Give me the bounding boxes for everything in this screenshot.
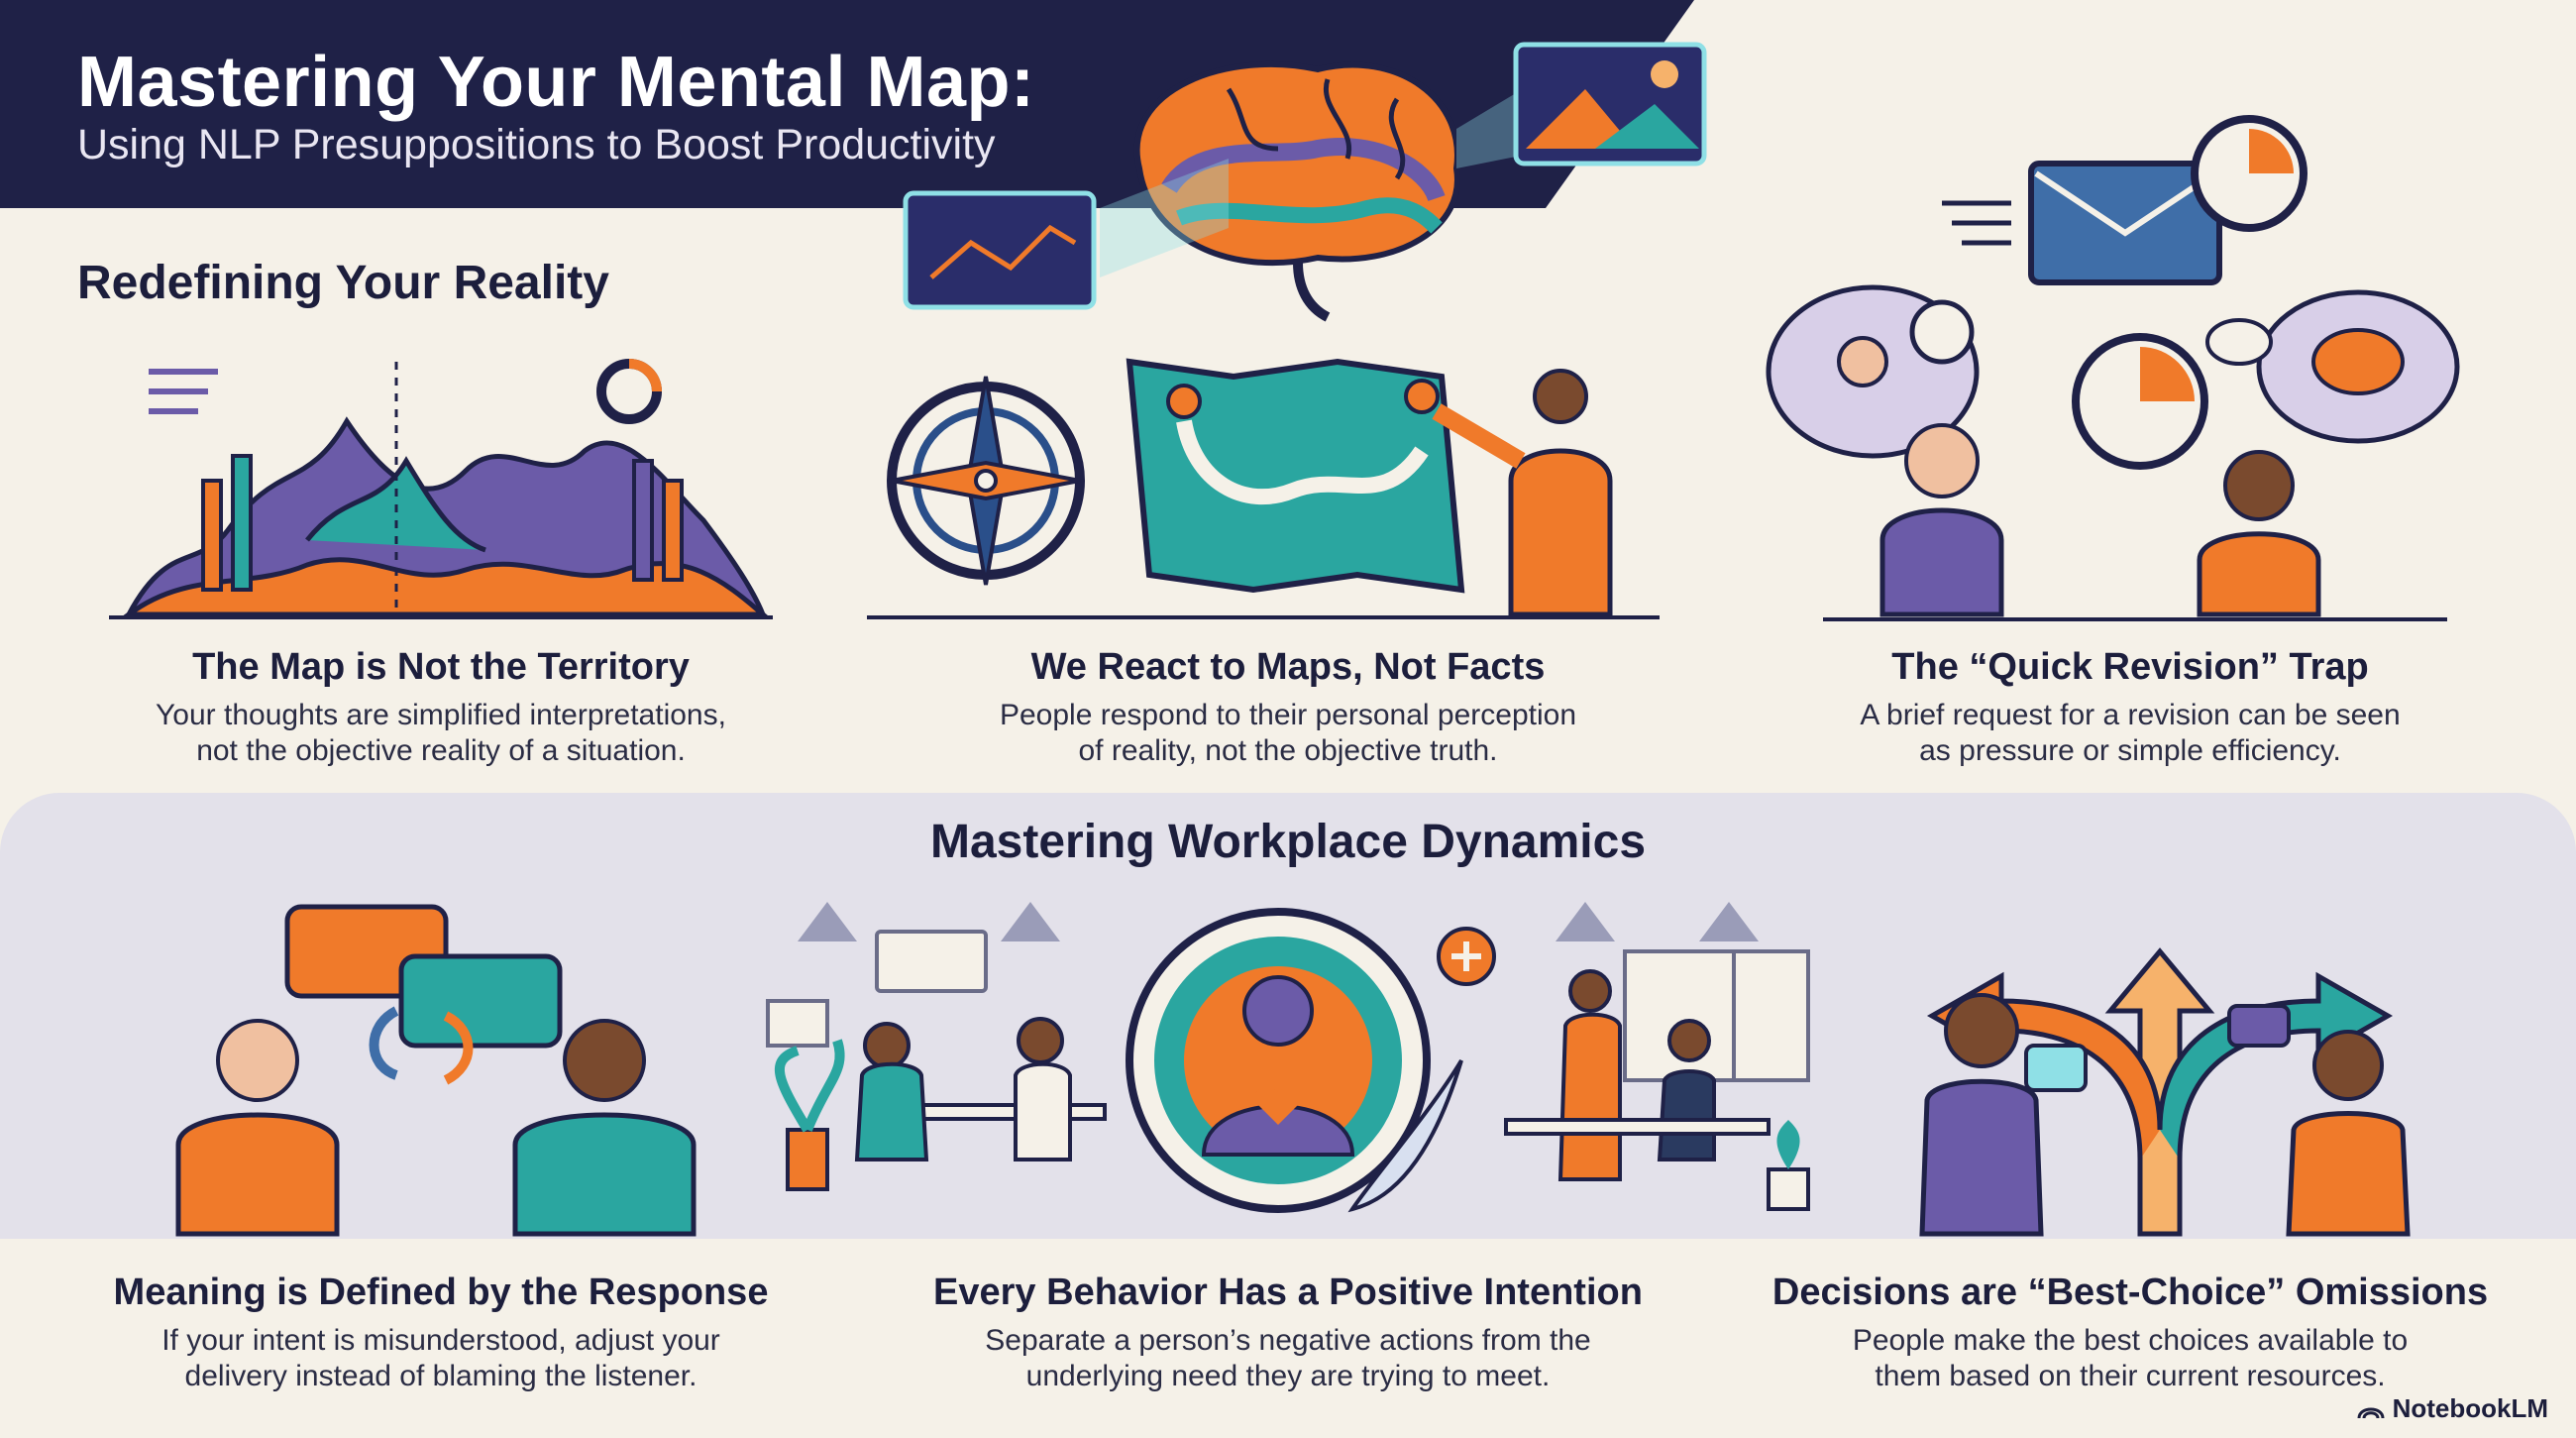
card-desc-react-maps: People respond to their personal percept… <box>941 698 1635 769</box>
section-heading-reality: Redefining Your Reality <box>77 257 609 309</box>
compass-icon <box>887 376 1085 586</box>
card-title-quick-revision: The “Quick Revision” Trap <box>1891 646 2369 688</box>
card-desc-quick-revision: A brief request for a revision can be se… <box>1783 698 2477 769</box>
landscape-screen-icon <box>1513 42 1707 166</box>
card-title-best-choice: Decisions are “Best-Choice” Omissions <box>1771 1272 2489 1313</box>
quick-revision-illustration <box>1766 115 2460 621</box>
notebooklm-brand: NotebookLM <box>2357 1393 2548 1424</box>
map-territory-illustration <box>109 359 773 619</box>
brain-icon <box>1133 60 1460 322</box>
card-desc-meaning-response: If your intent is misunderstood, adjust … <box>64 1323 817 1394</box>
card-desc-line: A brief request for a revision can be se… <box>1860 699 2401 731</box>
speech-bubbles-icon <box>284 904 563 1085</box>
man-listening-icon <box>512 1019 697 1237</box>
card-desc-line: If your intent is misunderstood, adjust … <box>161 1324 720 1357</box>
line-chart-screen-icon <box>903 190 1097 310</box>
card-desc-line: Your thoughts are simplified interpretat… <box>156 699 726 731</box>
right-office-scene <box>1504 902 1810 1211</box>
compass-map-illustration <box>867 358 1660 619</box>
brand-label: NotebookLM <box>2392 1393 2548 1423</box>
card-desc-line: People make the best choices available t… <box>1852 1324 2409 1357</box>
card-desc-best-choice: People make the best choices available t… <box>1744 1323 2517 1394</box>
card-desc-line: delivery instead of blaming the listener… <box>184 1360 698 1392</box>
stressed-man-icon <box>1879 423 2004 617</box>
card-title-react-maps: We React to Maps, Not Facts <box>1030 646 1546 688</box>
card-desc-line: People respond to their personal percept… <box>999 699 1577 731</box>
card-title-meaning-response: Meaning is Defined by the Response <box>113 1272 769 1313</box>
card-desc-map-territory: Your thoughts are simplified interpretat… <box>94 698 788 769</box>
man-with-tablet-icon <box>2227 1004 2411 1237</box>
card-desc-line: Separate a person’s negative actions fro… <box>985 1324 1591 1357</box>
card-desc-line: as pressure or simple efficiency. <box>1919 734 2341 767</box>
positive-intention-illustration <box>766 902 1810 1213</box>
meaning-response-illustration <box>175 904 697 1237</box>
card-desc-line: them based on their current resources. <box>1875 1360 2386 1392</box>
left-office-scene <box>766 902 1107 1191</box>
envelope-clock-icon <box>1942 115 2308 285</box>
brain-thought-bubble-icon <box>2205 289 2460 444</box>
card-desc-line: not the objective reality of a situation… <box>196 734 686 767</box>
notebooklm-logo-icon <box>2357 1407 2385 1418</box>
card-desc-positive-intention: Separate a person’s negative actions fro… <box>892 1323 1684 1394</box>
wall-clock-icon <box>2072 333 2208 470</box>
card-desc-line: of reality, not the objective truth. <box>1078 734 1498 767</box>
head-heart-circle-icon <box>1126 908 1496 1213</box>
page-subtitle: Using NLP Presuppositions to Boost Produ… <box>77 121 996 168</box>
card-title-positive-intention: Every Behavior Has a Positive Intention <box>933 1272 1643 1313</box>
woman-pointing-icon <box>2197 450 2321 617</box>
best-choice-illustration <box>1919 947 2411 1237</box>
person-pointing-icon <box>1432 369 1613 617</box>
folded-map-icon <box>1126 358 1465 594</box>
card-desc-line: underlying need they are trying to meet. <box>1025 1360 1551 1392</box>
woman-with-notebook-icon <box>1919 993 2088 1237</box>
worried-thought-bubble-icon <box>1766 284 1980 459</box>
card-title-map-territory: The Map is Not the Territory <box>192 646 690 688</box>
section-heading-workplace: Mastering Workplace Dynamics <box>929 816 1647 868</box>
woman-talking-icon <box>175 1019 340 1237</box>
brain-map-illustration <box>903 42 1707 322</box>
page-title: Mastering Your Mental Map: <box>77 43 1035 122</box>
